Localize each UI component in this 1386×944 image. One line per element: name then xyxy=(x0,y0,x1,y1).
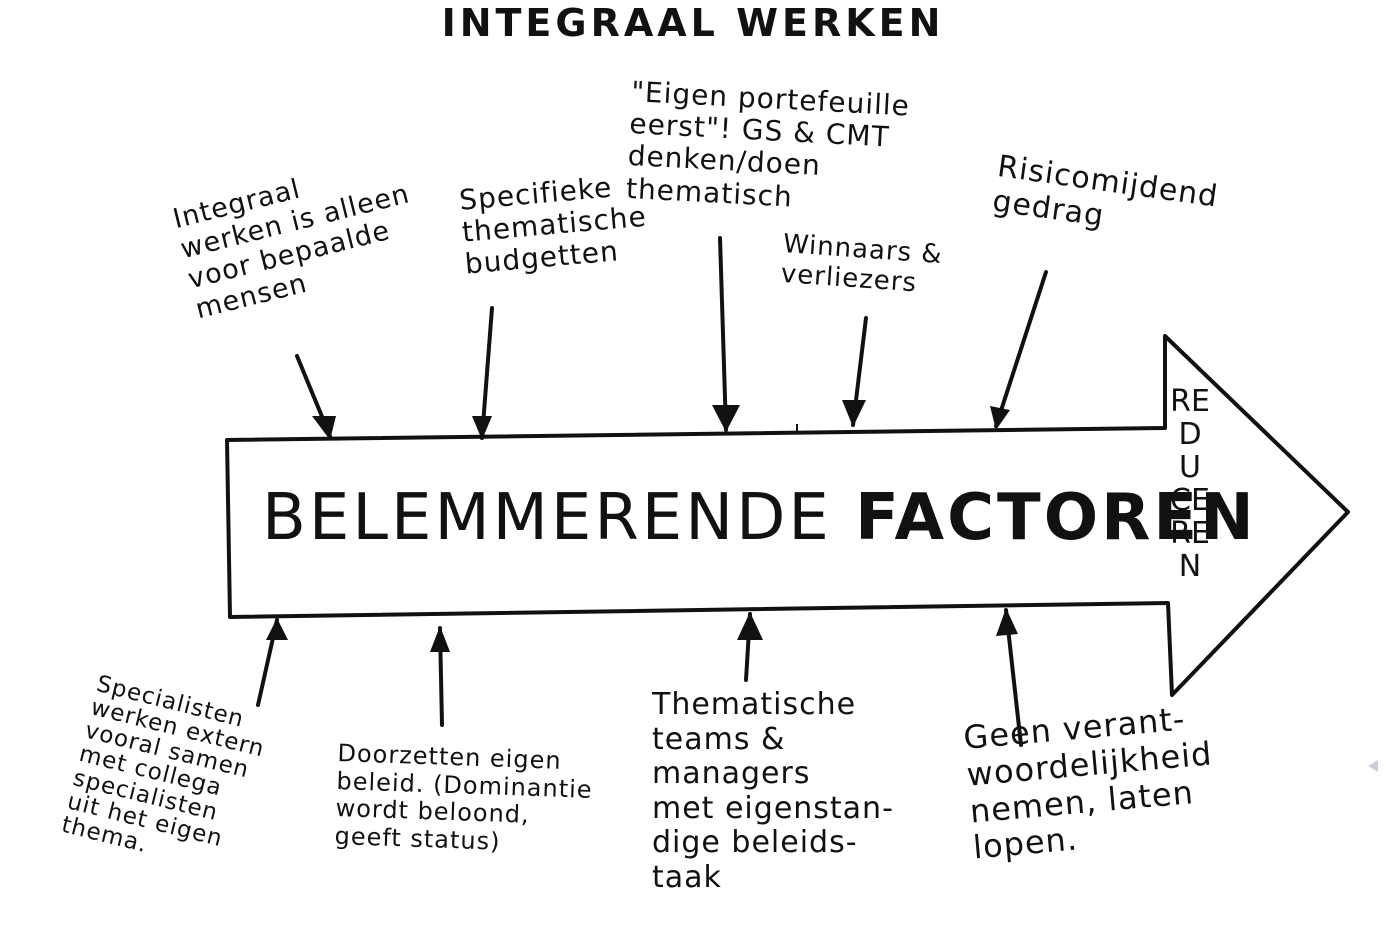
bottom-arrows xyxy=(256,608,1023,747)
top-factor-3: "Eigen portefeuille eerst"! GS & CMT den… xyxy=(625,75,911,214)
central-label-part2: FACTOREN xyxy=(855,481,1257,555)
bottom-factor-3: Thematische teams & managers met eigenst… xyxy=(652,687,894,895)
diagram-title: INTEGRAAL WERKEN xyxy=(441,1,945,45)
top-arrows xyxy=(295,236,1048,440)
main-arrow xyxy=(225,334,1350,697)
page-corner-mark xyxy=(1368,760,1378,772)
bottom-arrowheads xyxy=(266,608,1018,652)
bottom-factor-2: Doorzetten eigen beleid. (Dominantie wor… xyxy=(334,739,594,856)
arrow-tip-label: REDUCEREN xyxy=(1170,384,1210,584)
bottom-factor-4: Geen verant- woordelijkheid nemen, laten… xyxy=(961,699,1214,867)
top-factor-2: Specifieke thematische budgetten xyxy=(457,170,648,282)
top-factor-4: Winnaars & verliezers xyxy=(779,229,944,299)
top-arrowheads xyxy=(312,400,1010,440)
central-arrow-label: BELEMMERENDE FACTOREN xyxy=(262,481,1257,556)
central-label-part1: BELEMMERENDE xyxy=(262,481,832,555)
